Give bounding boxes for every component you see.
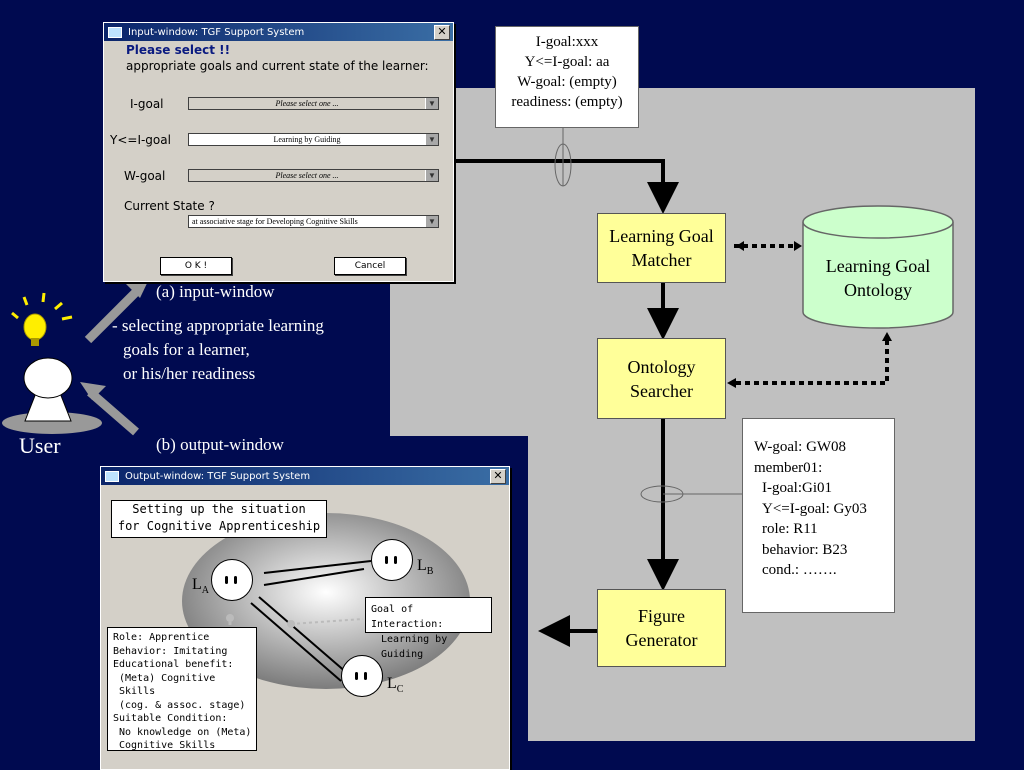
- description-line-2: goals for a learner,: [123, 340, 250, 359]
- current-state-label: Current State ?: [124, 199, 215, 213]
- w-goal-label: W-goal: [124, 169, 166, 183]
- chevron-down-icon: ▼: [425, 216, 438, 227]
- learner-a-label: LA: [192, 576, 210, 597]
- output-window-caption: (b) output-window: [156, 435, 284, 454]
- user-arrow-up: [84, 284, 144, 344]
- chevron-down-icon: ▼: [425, 170, 438, 181]
- learner-c-face: [341, 655, 383, 697]
- input-window: Input-window: TGF Support System ✕ Pleas…: [103, 22, 454, 282]
- lightbulb-icon: [11, 292, 73, 346]
- description-line-1: - selecting appropriate learning: [112, 316, 324, 335]
- user-figure: [2, 292, 102, 434]
- current-state-select[interactable]: at associative stage for Developing Cogn…: [188, 215, 439, 228]
- cancel-button[interactable]: Cancel: [334, 257, 406, 275]
- learner-b-label: LB: [417, 557, 434, 578]
- input-window-close-button[interactable]: ✕: [434, 25, 450, 40]
- i-goal-label: I-goal: [130, 97, 164, 111]
- dotted-ontology-searcher: [736, 340, 889, 385]
- arrow-input-to-matcher: [455, 159, 679, 214]
- i-goal-select[interactable]: Please select one ... ▼: [188, 97, 439, 110]
- user-arrow-out: [87, 388, 139, 436]
- description-line-3: or his/her readiness: [123, 364, 256, 383]
- situation-title: Setting up the situation for Cognitive A…: [111, 500, 327, 538]
- user-label: User: [19, 433, 61, 458]
- learner-c-label: LC: [387, 675, 404, 696]
- input-state-note: I-goal:xxx Y<=I-goal: aa W-goal: (empty)…: [495, 26, 639, 128]
- learner-a-face: [211, 559, 253, 601]
- window-icon: [108, 26, 122, 38]
- output-state-note: W-goal: GW08 member01: I-goal:Gi01 Y<=I-…: [742, 418, 895, 613]
- chevron-down-icon: ▼: [425, 134, 438, 145]
- output-window-titlebar: Output-window: TGF Support System ✕: [101, 467, 509, 485]
- input-heading: Please select !!: [126, 43, 231, 57]
- window-icon: [105, 470, 119, 482]
- y-i-goal-label: Y<=I-goal: [110, 133, 171, 147]
- w-goal-select[interactable]: Please select one ... ▼: [188, 169, 439, 182]
- chevron-down-icon: ▼: [425, 98, 438, 109]
- input-window-titlebar: Input-window: TGF Support System ✕: [104, 23, 453, 41]
- input-subheading: appropriate goals and current state of t…: [126, 59, 429, 73]
- goal-of-interaction-note: Goal of Interaction: Learning by Guiding: [365, 597, 492, 660]
- learning-goal-ontology-cylinder: [802, 205, 954, 329]
- ok-button[interactable]: O K !: [160, 257, 232, 275]
- input-window-caption: (a) input-window: [156, 282, 275, 301]
- output-window-close-button[interactable]: ✕: [490, 469, 506, 484]
- role-note: Role: Apprentice Behavior: Imitating Edu…: [107, 627, 257, 751]
- learner-b-face: [371, 539, 413, 581]
- output-window: Output-window: TGF Support System ✕ Sett…: [100, 466, 510, 770]
- y-i-goal-select[interactable]: Learning by Guiding ▼: [188, 133, 439, 146]
